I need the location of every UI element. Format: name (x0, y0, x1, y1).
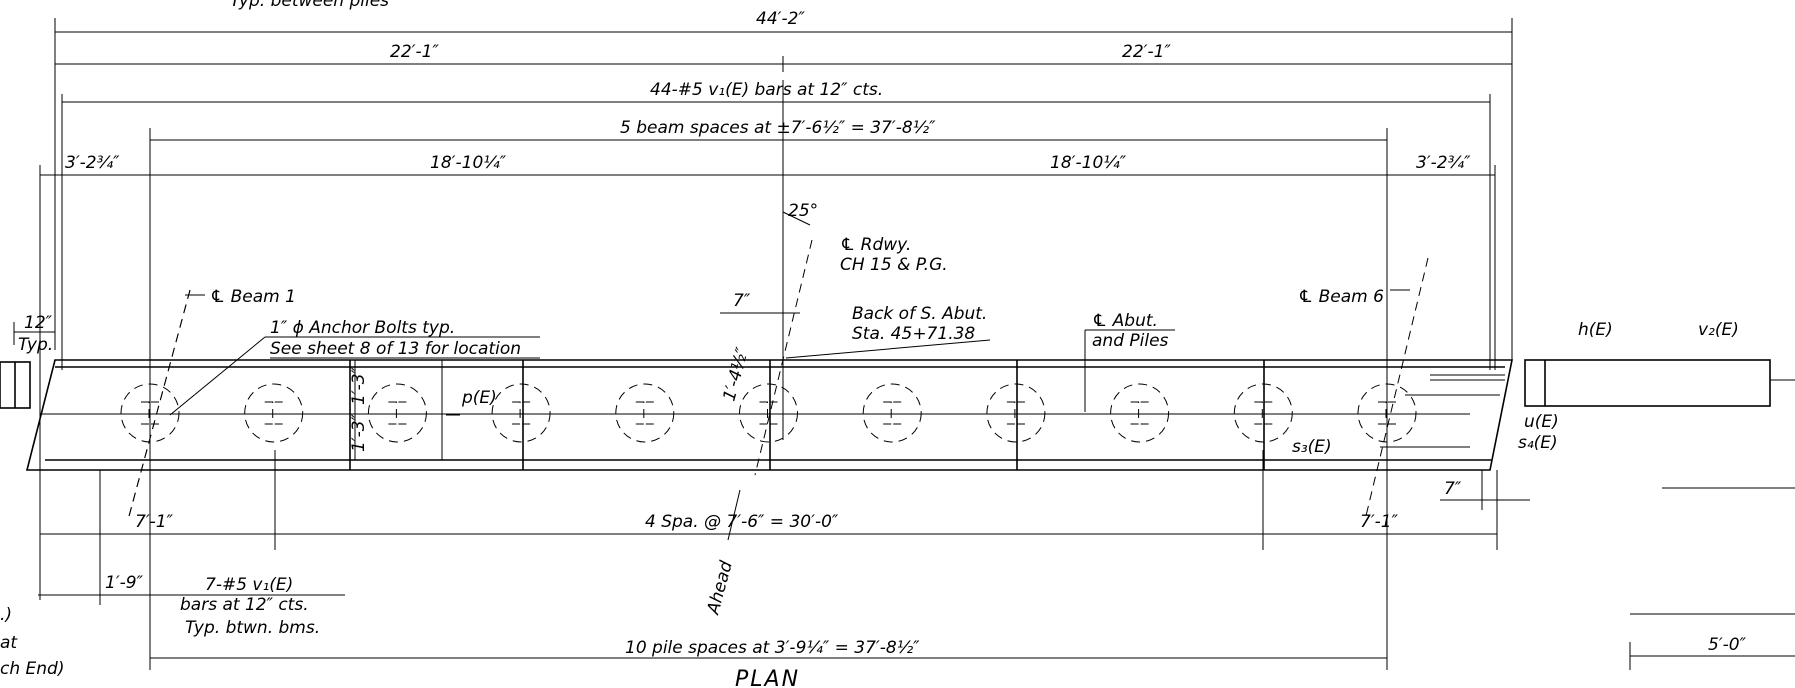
svg-text:7-#5 v₁(E): 7-#5 v₁(E) (205, 575, 293, 595)
svg-text:18′-10¼″: 18′-10¼″ (430, 153, 507, 173)
svg-text:1′-3″: 1′-3″ (349, 413, 369, 452)
svg-text:Ahead: Ahead (703, 559, 737, 618)
svg-text:ch End): ch End) (0, 659, 64, 679)
svg-text:Typ.: Typ. (18, 335, 53, 355)
svg-text:℄ Abut.: ℄ Abut. (1092, 311, 1158, 331)
svg-text:℄ Beam 1: ℄ Beam 1 (210, 287, 296, 307)
svg-text:12″: 12″ (24, 313, 53, 333)
svg-text:7′-1″: 7′-1″ (1360, 512, 1399, 532)
pile (244, 383, 304, 443)
svg-text:p(E): p(E) (461, 388, 497, 408)
pile (367, 383, 427, 443)
svg-text:7″: 7″ (1444, 479, 1462, 499)
svg-text:Typ. btwn. bms.: Typ. btwn. bms. (185, 618, 320, 638)
centerlines (127, 211, 1429, 541)
svg-text:25°: 25° (788, 201, 818, 221)
pile (1110, 383, 1170, 443)
pile (491, 383, 551, 443)
svg-text:bars at 12″ cts.: bars at 12″ cts. (180, 595, 309, 615)
svg-text:5 beam spaces at ±7′-6½″ = 37′: 5 beam spaces at ±7′-6½″ = 37′-8½″ (620, 118, 936, 138)
svg-text:Sta. 45+71.38: Sta. 45+71.38 (852, 324, 975, 344)
svg-text:22′-1″: 22′-1″ (390, 42, 439, 62)
svg-text:u(E): u(E) (1524, 412, 1559, 432)
svg-text:1′-3″: 1′-3″ (349, 366, 369, 405)
svg-text:1″ ϕ Anchor Bolts typ.: 1″ ϕ Anchor Bolts typ. (270, 318, 455, 338)
abutment-outline (0, 359, 1795, 471)
svg-text:7′-1″: 7′-1″ (135, 512, 174, 532)
svg-text:h(E): h(E) (1578, 320, 1613, 340)
svg-text:44′-2″: 44′-2″ (756, 9, 805, 29)
svg-text:℄ Rdwy.: ℄ Rdwy. (840, 235, 911, 255)
svg-text:CH 15 & P.G.: CH 15 & P.G. (840, 255, 948, 275)
svg-text:and Piles: and Piles (1092, 331, 1169, 351)
svg-text:4 Spa. @ 7′-6″ = 30′-0″: 4 Spa. @ 7′-6″ = 30′-0″ (645, 512, 839, 532)
svg-text:at: at (0, 633, 18, 653)
svg-text:Typ. between piles: Typ. between piles (230, 0, 389, 11)
pile (1357, 383, 1417, 443)
svg-text:See sheet 8 of 13 for location: See sheet 8 of 13 for location (270, 339, 521, 359)
pile (862, 383, 922, 443)
svg-text:s₄(E): s₄(E) (1518, 433, 1558, 453)
svg-text:22′-1″: 22′-1″ (1122, 42, 1171, 62)
svg-text:s₃(E): s₃(E) (1292, 437, 1332, 457)
dimension-lines (13, 18, 1795, 670)
svg-text:1′-9″: 1′-9″ (105, 573, 144, 593)
svg-text:PLAN: PLAN (735, 667, 800, 688)
pile (986, 383, 1046, 443)
svg-text:v₂(E): v₂(E) (1698, 320, 1739, 340)
svg-text:7″: 7″ (733, 291, 751, 311)
svg-text:5′-0″: 5′-0″ (1708, 635, 1747, 655)
svg-text:.): .) (0, 605, 12, 625)
svg-text:44-#5 v₁(E) bars at 12″ cts.: 44-#5 v₁(E) bars at 12″ cts. (650, 80, 883, 100)
svg-text:10 pile spaces at 3′-9¼″ = 37′: 10 pile spaces at 3′-9¼″ = 37′-8½″ (625, 638, 920, 658)
pile-row (120, 383, 1417, 443)
svg-text:Back of S. Abut.: Back of S. Abut. (852, 304, 987, 324)
svg-text:1′-4½″: 1′-4½″ (720, 345, 754, 403)
svg-text:3′-2¾″: 3′-2¾″ (1416, 153, 1471, 173)
svg-text:3′-2¾″: 3′-2¾″ (65, 153, 120, 173)
pile (739, 383, 798, 443)
pile (1233, 383, 1293, 443)
pile (615, 383, 675, 443)
pile (120, 383, 180, 443)
svg-text:℄ Beam 6: ℄ Beam 6 (1298, 287, 1384, 307)
svg-text:18′-10¼″: 18′-10¼″ (1050, 153, 1127, 173)
annotations: Typ. between piles 44′-2″ 22′-1″ 22′-1″ … (0, 0, 1747, 688)
